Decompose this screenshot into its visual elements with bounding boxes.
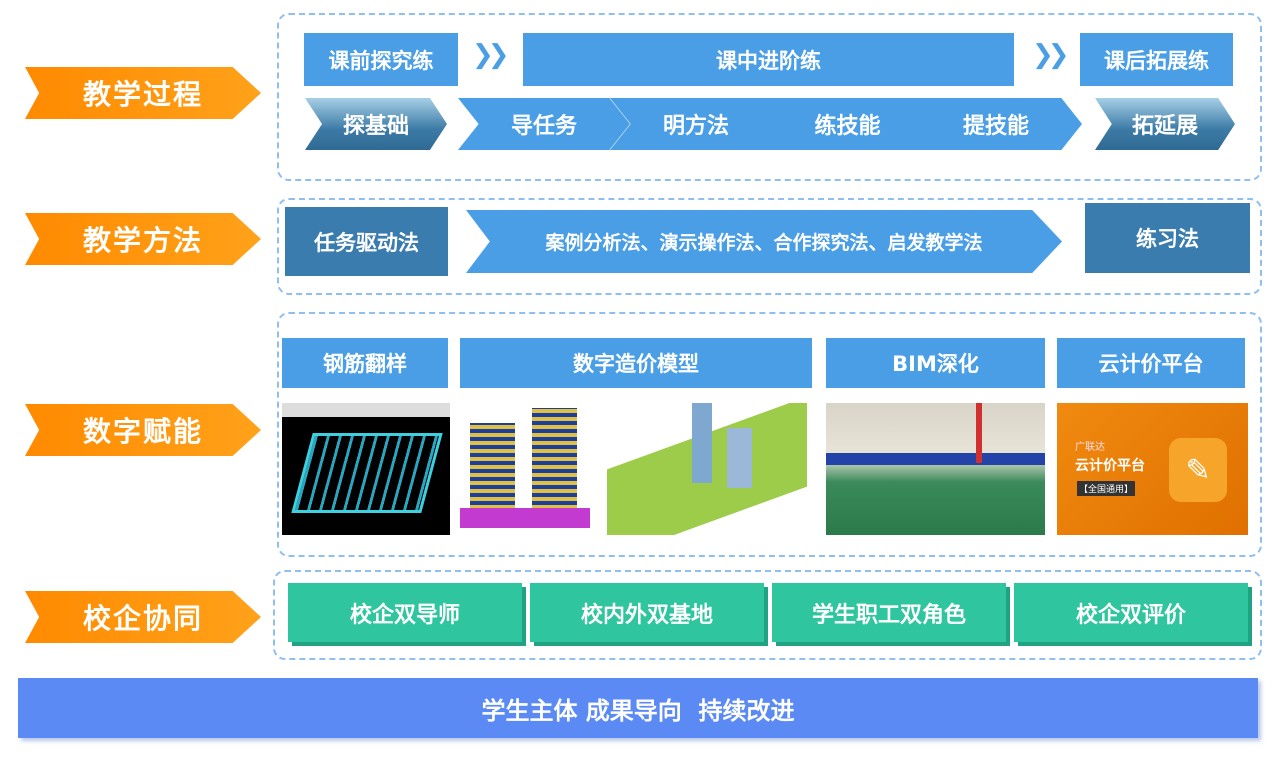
stage-in-class: 课中进阶练 [523,33,1014,86]
cooperation-section [273,570,1262,660]
building-model-image [460,403,592,535]
digital-cost-model: 数字造价模型 [460,338,812,388]
stage-pre-class: 课前探究练 [304,33,458,86]
method-combined: 案例分析法、演示操作法、合作探究法、启发教学法 [466,210,1062,273]
coop-dual-roles: 学生职工双角色 [772,583,1006,642]
methods-section [277,198,1262,295]
coop-dual-mentors: 校企双导师 [288,583,522,642]
step-practice-skill: 练技能 [760,98,935,150]
step-explore-basics: 探基础 [305,98,447,150]
double-chevron-icon: ❯❯ [1032,40,1069,70]
digital-section [277,312,1262,557]
digital-bim: BIM深化 [826,338,1045,388]
stage-post-class: 课后拓展练 [1080,33,1233,86]
double-chevron-icon: ❯❯ [472,40,509,70]
card-tag: 【全国通用】 [1077,481,1136,496]
footer-banner: 学生主体 成果导向 持续改进 [18,678,1258,738]
rebar-model-image [282,403,450,535]
label-teaching-process: 教学过程 [25,67,261,119]
coop-dual-bases: 校内外双基地 [530,583,764,642]
city-model-image [597,403,819,535]
label-school-enterprise: 校企协同 [25,591,261,643]
card-title: 云计价平台 [1075,458,1145,474]
step-improve-skill: 提技能 [910,98,1082,150]
cloud-pricing-card: 广联达 云计价平台 【全国通用】 ✎ [1057,403,1248,535]
cloud-pricing-app-icon: ✎ [1169,438,1227,502]
digital-rebar: 钢筋翻样 [282,338,448,388]
label-teaching-method: 教学方法 [25,213,261,265]
step-extend: 拓延展 [1095,98,1235,150]
card-brand: 广联达 [1075,442,1105,453]
process-section [277,13,1262,181]
step-clarify-method: 明方法 [610,98,782,150]
coop-dual-evaluation: 校企双评价 [1014,583,1248,642]
method-task-driven: 任务驱动法 [285,207,448,276]
step-guide-task: 导任务 [458,98,630,150]
bim-image [826,403,1045,535]
method-practice: 练习法 [1085,203,1250,273]
label-digital-empowerment: 数字赋能 [25,404,261,456]
digital-cloud-pricing: 云计价平台 [1057,338,1245,388]
